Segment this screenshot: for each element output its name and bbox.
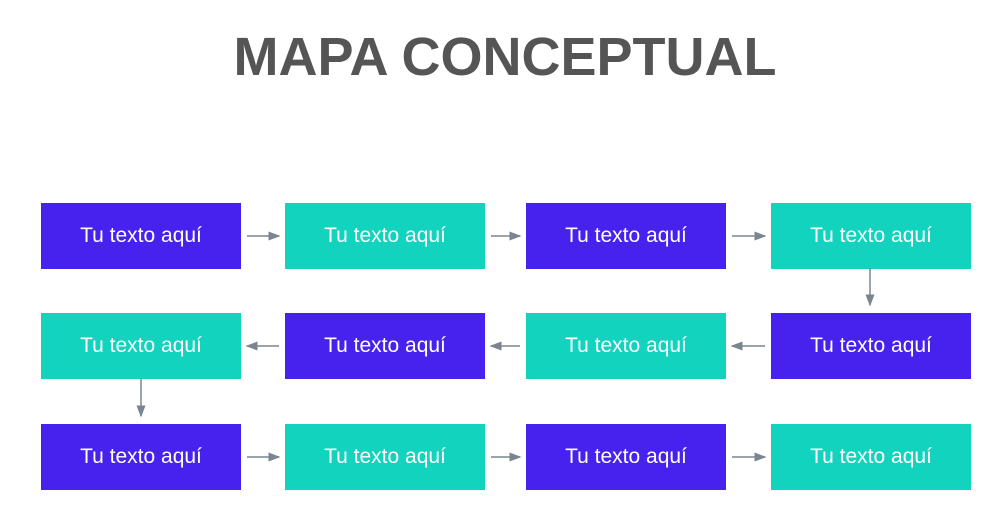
concept-node[interactable]: Tu texto aquí	[526, 424, 726, 490]
concept-node[interactable]: Tu texto aquí	[526, 313, 726, 379]
concept-node[interactable]: Tu texto aquí	[41, 203, 241, 269]
concept-node[interactable]: Tu texto aquí	[771, 313, 971, 379]
concept-node[interactable]: Tu texto aquí	[771, 203, 971, 269]
concept-node[interactable]: Tu texto aquí	[526, 203, 726, 269]
concept-node[interactable]: Tu texto aquí	[41, 424, 241, 490]
concept-node[interactable]: Tu texto aquí	[285, 424, 485, 490]
concept-node[interactable]: Tu texto aquí	[285, 313, 485, 379]
page-title: MAPA CONCEPTUAL	[233, 27, 777, 87]
concept-node[interactable]: Tu texto aquí	[41, 313, 241, 379]
concept-node[interactable]: Tu texto aquí	[771, 424, 971, 490]
concept-node[interactable]: Tu texto aquí	[285, 203, 485, 269]
